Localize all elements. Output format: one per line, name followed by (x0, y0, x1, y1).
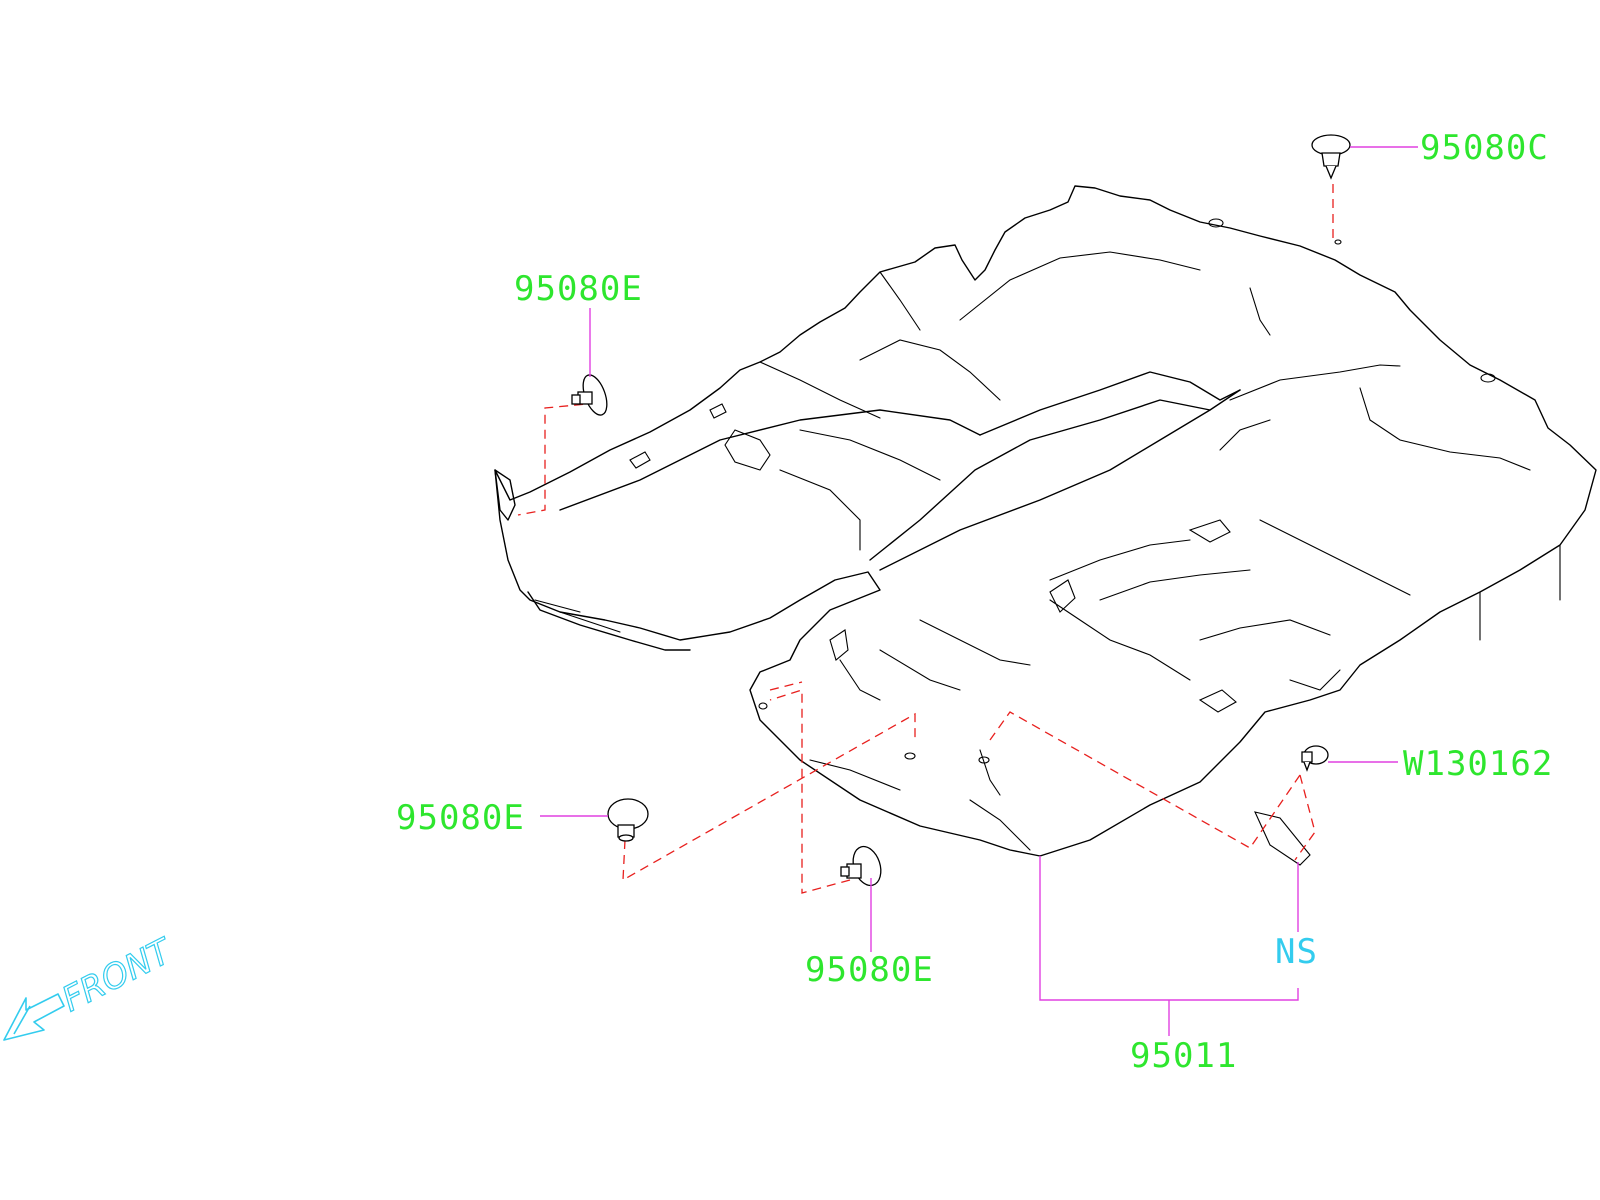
callout-clip-front-center: 95080E (805, 950, 934, 990)
dashed-connection-lines (517, 184, 1334, 894)
callout-clip-rear-top: 95080C (1420, 128, 1549, 168)
front-label: FRONT (56, 931, 180, 1020)
ns-note: NS (1275, 932, 1318, 972)
clip-front-left-icon (607, 798, 649, 842)
dash-clip-rear-left (517, 402, 599, 516)
dash-clip-front-left (622, 712, 916, 882)
clip-rear-left-icon (571, 374, 608, 416)
clip-front-center-icon (840, 845, 882, 887)
callout-clip-rear-left: 95080E (514, 269, 643, 309)
callout-labels: 95080C 95080E 95080E 95080E W130162 9501… (396, 128, 1553, 1076)
leader-mat-bracket (1039, 856, 1299, 1001)
dash-clip-right-pad (1294, 774, 1316, 861)
callout-clip-front-left: 95080E (396, 798, 525, 838)
front-indicator: FRONT (3, 930, 180, 1041)
callout-mat-assembly: 95011 (1130, 1036, 1237, 1076)
dash-clip-front-center (769, 689, 851, 894)
dash-front-connector (769, 681, 803, 691)
clip-right-icon (1301, 745, 1329, 772)
front-arrow-icon (3, 993, 65, 1041)
floor-mat-drawing (494, 185, 1597, 866)
dash-clip-right (989, 711, 1301, 849)
clip-rear-top-icon (1311, 134, 1351, 180)
callout-clip-right: W130162 (1403, 744, 1553, 784)
leader-lines (540, 146, 1418, 1036)
